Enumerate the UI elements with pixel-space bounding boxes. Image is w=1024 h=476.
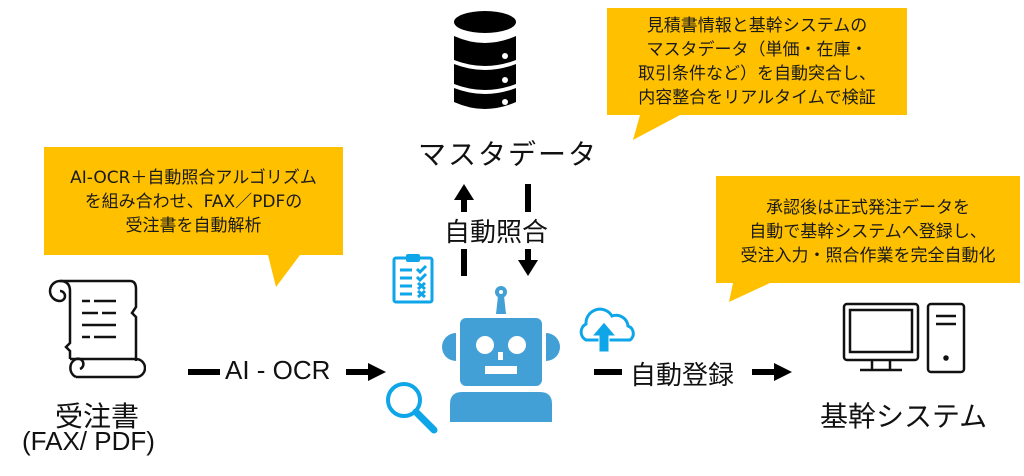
auto-match-label: 自動照合 — [440, 212, 553, 249]
callout-ocr-bubble — [44, 147, 343, 287]
core-system-label: 基幹システム — [820, 400, 988, 433]
auto-register-label: 自動登録 — [630, 361, 735, 391]
scroll-document-icon — [48, 279, 146, 379]
callout-register-text: 承認後は正式発注データを 自動で基幹システムへ登録し、 受注入力・照合作業を完全… — [740, 198, 996, 266]
ai-ocr-label: AI - OCR — [225, 355, 331, 385]
order-document-format: (FAX/ PDF) — [22, 426, 155, 456]
clipboard-checklist-icon — [392, 254, 434, 304]
master-data-label: マスタデータ — [418, 138, 599, 171]
auto-register-arrow — [594, 363, 792, 381]
order-document-label: 受注書 — [55, 400, 140, 433]
callout-ocr-text: AI-OCR＋自動照合アルゴリズム を組み合わせ、FAX／PDFの 受注書を自動… — [70, 168, 317, 236]
callout-master-check-text: 見積書情報と基幹システムの マスタデータ（単価・在庫・ 取引条件など）を自動突合… — [638, 16, 876, 108]
cloud-upload-icon — [579, 307, 635, 353]
database-icon — [454, 11, 516, 109]
desktop-computer-icon — [842, 302, 966, 374]
callout-master-check-bubble — [607, 8, 907, 140]
callout-register-bubble — [716, 176, 1020, 302]
ai-ocr-arrow — [188, 363, 386, 381]
magnifier-icon — [386, 382, 438, 434]
robot-icon — [442, 286, 560, 422]
